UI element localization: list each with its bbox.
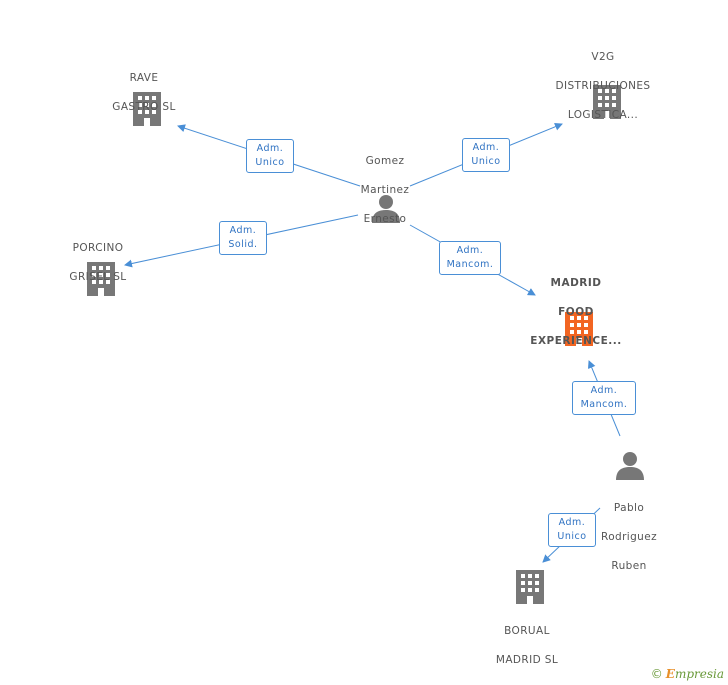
node-label-line: GRISEL SL (69, 270, 127, 283)
building-icon-v2g[interactable] (591, 85, 623, 123)
edge-label-line: Mancom. (580, 399, 628, 410)
node-label-line: Rodriguez (600, 530, 658, 543)
edge-label-pablo-madrid: Adm. Mancom. (572, 381, 636, 415)
empresia-logo[interactable]: ©Empresia (651, 667, 724, 681)
node-label-line: V2G (591, 50, 615, 63)
node-label-v2g[interactable]: V2G DISTRIBUCIONES LOGISTICA... (548, 35, 658, 137)
node-label-line: Martinez (360, 183, 410, 196)
brand-name: mpresia (674, 667, 724, 681)
person-icon-gomez[interactable] (371, 193, 401, 227)
building-icon-rave[interactable] (131, 92, 163, 130)
edge-label-line: Adm. (472, 142, 500, 153)
building-icon-borual[interactable] (514, 570, 546, 608)
edge-label-gomez-rave: Adm. Unico (246, 139, 294, 173)
node-label-line: MADRID (550, 276, 602, 289)
edge-label-pablo-borual: Adm. Unico (548, 513, 596, 547)
building-icon-porcino[interactable] (85, 262, 117, 300)
edge-label-line: Adm. (229, 225, 257, 236)
brand-initial: E (665, 667, 675, 681)
copyright-icon: © (650, 667, 663, 681)
building-icon-madrid-food[interactable] (563, 312, 595, 350)
node-label-madrid-food[interactable]: MADRID FOOD EXPERIENCE... (520, 261, 632, 363)
edge-label-gomez-porcino: Adm. Solid. (219, 221, 267, 255)
node-label-line: DISTRIBUCIONES (555, 79, 651, 92)
edge-label-line: Unico (557, 531, 587, 542)
person-icon-pablo[interactable] (615, 450, 645, 484)
edge-label-line: Mancom. (446, 259, 494, 270)
edge-label-line: Unico (471, 156, 501, 167)
edge-label-line: Adm. (456, 245, 484, 256)
edge-label-line: Adm. (590, 385, 618, 396)
node-label-line: LOGISTICA... (567, 108, 639, 121)
edge-label-gomez-madrid: Adm. Mancom. (439, 241, 501, 275)
node-label-line: Ernesto (363, 212, 407, 225)
node-label-pablo[interactable]: Pablo Rodriguez Ruben (588, 486, 670, 588)
node-label-line: Gomez (365, 154, 405, 167)
edge-label-line: Unico (255, 157, 285, 168)
node-label-line: BORUAL (504, 624, 550, 637)
node-label-line: EXPERIENCE... (530, 334, 622, 347)
node-label-line: Ruben (611, 559, 647, 572)
node-label-gomez[interactable]: Gomez Martinez Ernesto (344, 139, 426, 241)
edge-label-gomez-v2g: Adm. Unico (462, 138, 510, 172)
edge-label-line: Solid. (228, 239, 258, 250)
node-label-rave[interactable]: RAVE GASTRO SL (94, 56, 194, 129)
node-label-line: MADRID SL (495, 653, 559, 666)
node-label-borual[interactable]: BORUAL MADRID SL (477, 609, 577, 682)
node-label-line: GASTRO SL (112, 100, 176, 113)
node-label-line: FOOD (558, 305, 594, 318)
node-label-line: PORCINO (72, 241, 124, 254)
node-label-line: Pablo (613, 501, 645, 514)
edge-label-line: Adm. (558, 517, 586, 528)
node-label-porcino[interactable]: PORCINO GRISEL SL (48, 226, 148, 299)
edge-label-line: Adm. (256, 143, 284, 154)
node-label-line: RAVE (129, 71, 159, 84)
